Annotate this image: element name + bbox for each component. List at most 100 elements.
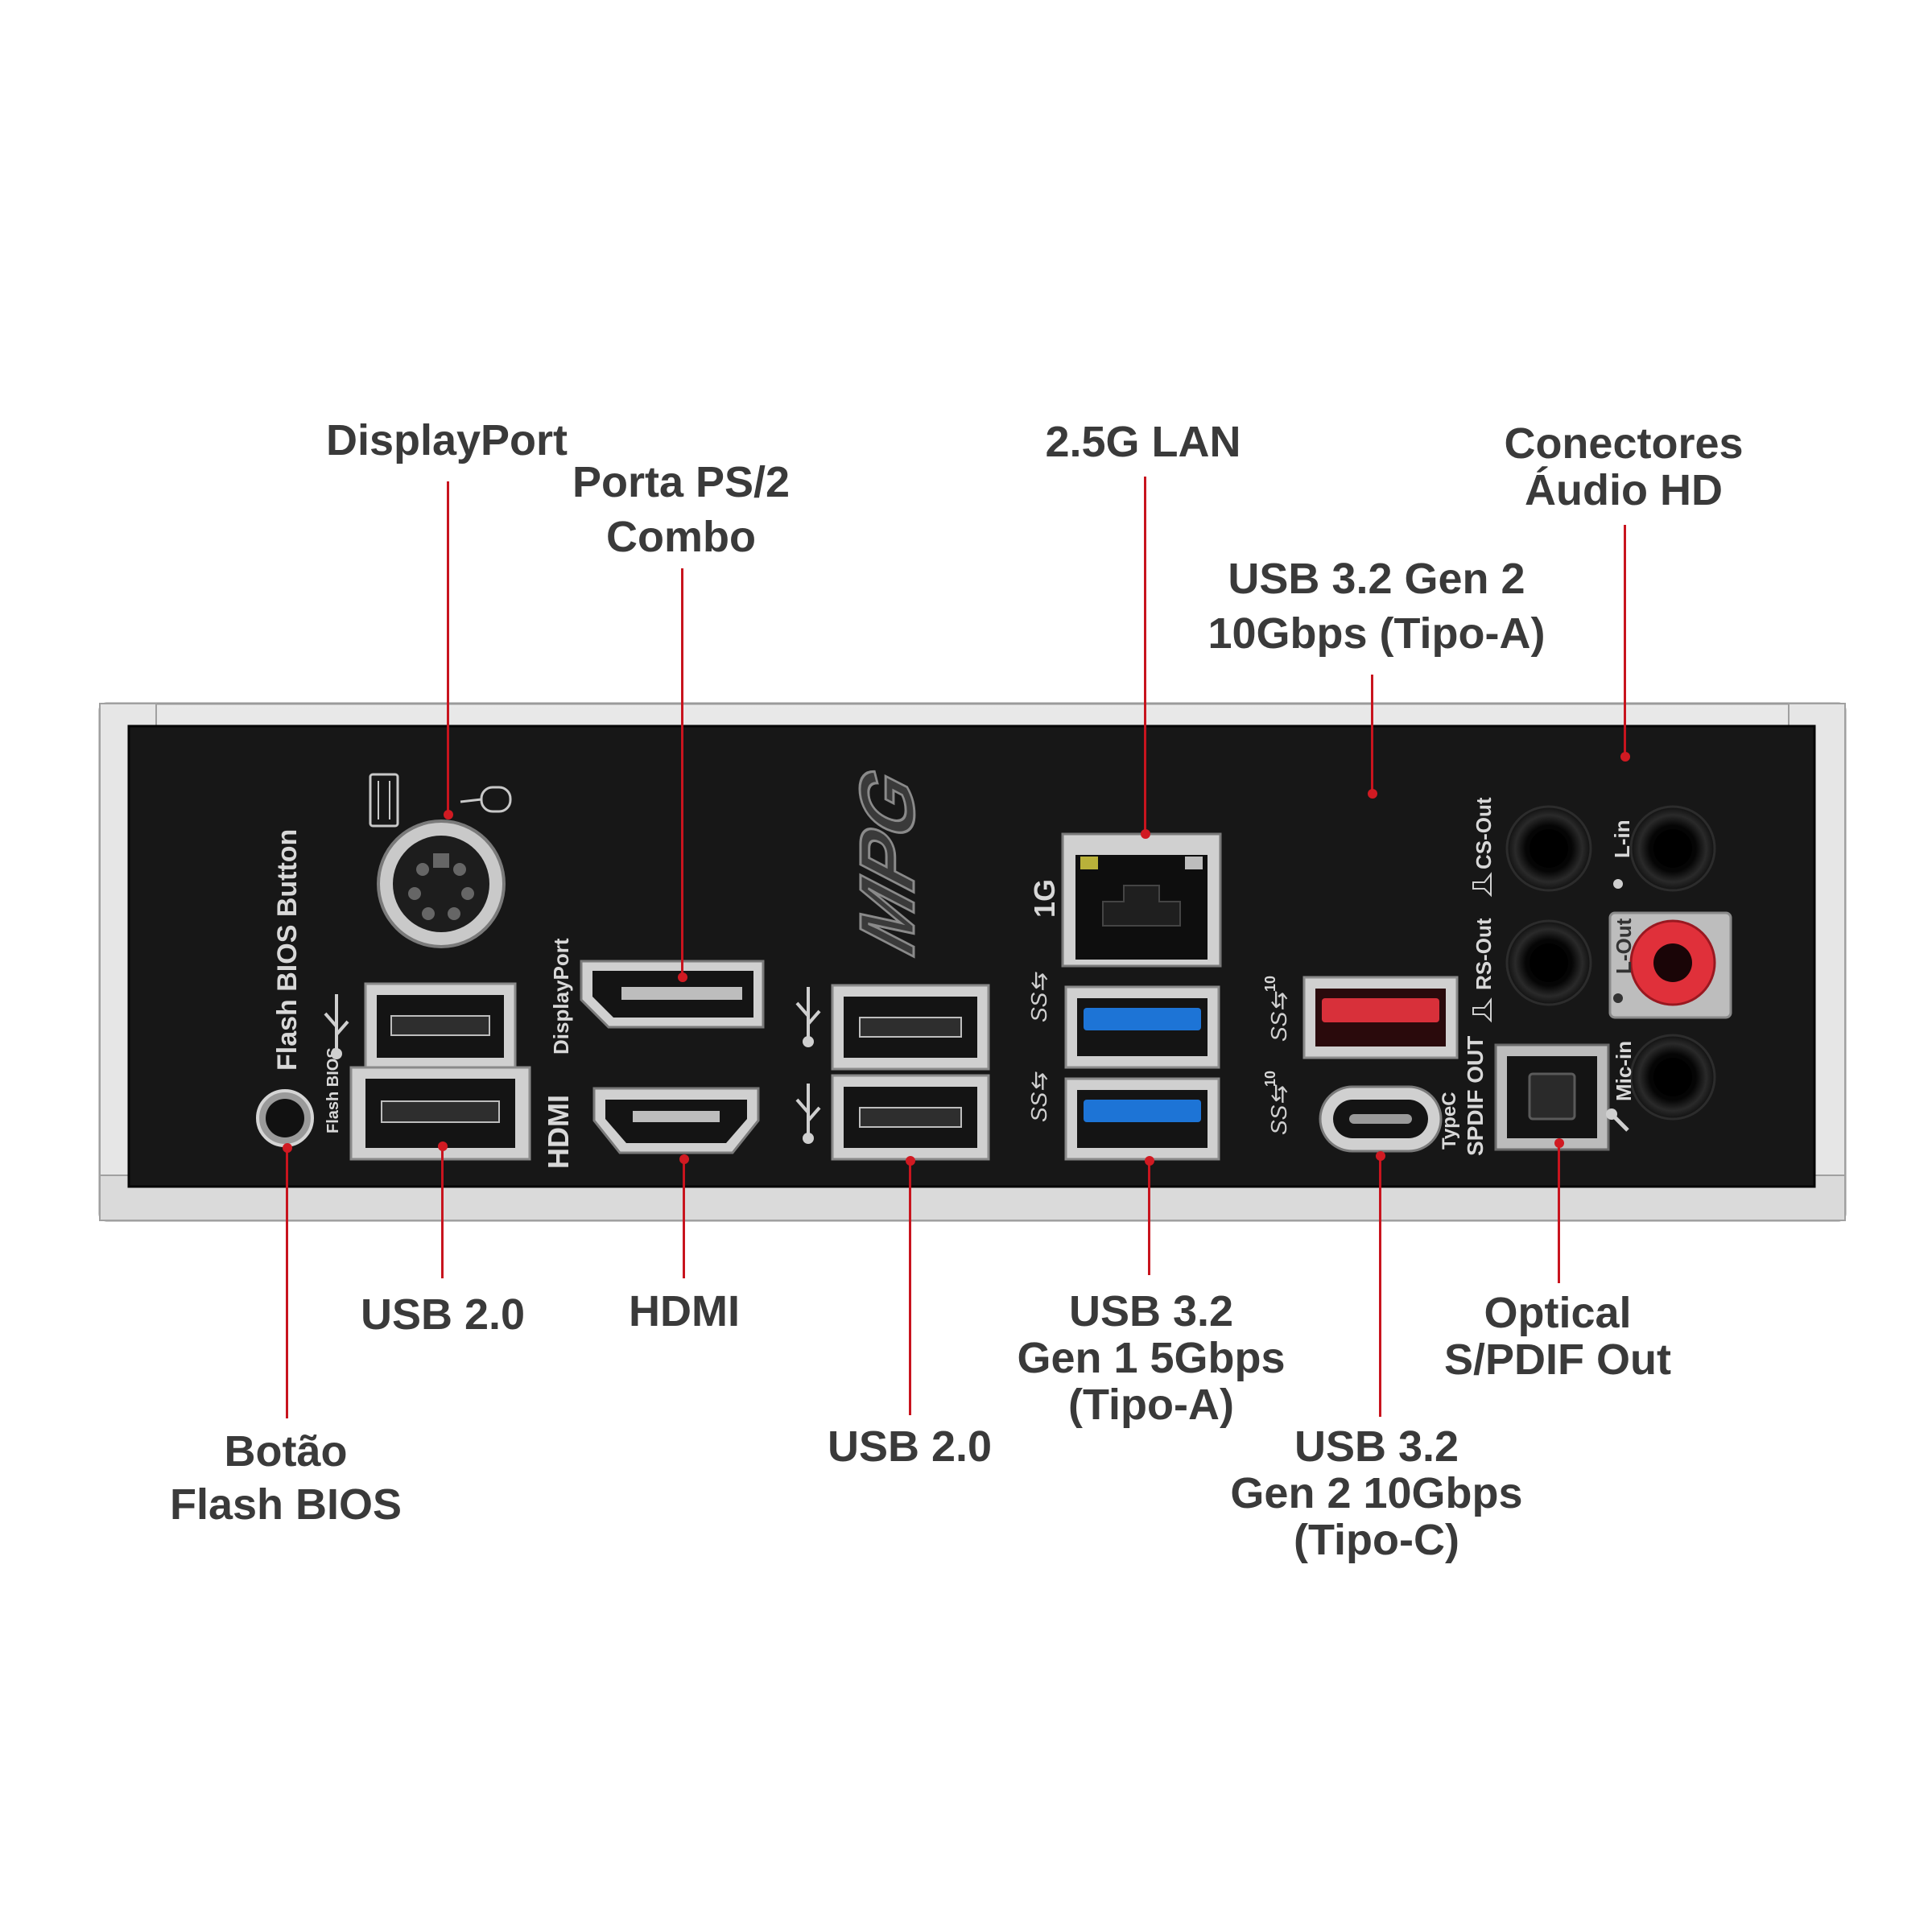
- flash-bios-small-label: Flash BIOS: [324, 1047, 342, 1133]
- leader-usb32gen2c: [1379, 1156, 1381, 1417]
- leader-dot-lan: [1141, 829, 1150, 839]
- ps2-port[interactable]: [377, 819, 506, 948]
- leader-dot-usb32gen2c: [1376, 1151, 1385, 1161]
- usb32-gen1-port-bottom[interactable]: [1064, 1077, 1220, 1161]
- callout-usb20-mid: USB 2.0: [789, 1423, 1030, 1470]
- usb-icon: [795, 1084, 821, 1144]
- leader-dot-displayport: [444, 810, 453, 819]
- leader-usb20-mid: [909, 1161, 911, 1415]
- callout-line: USB 2.0: [827, 1422, 993, 1471]
- leader-dot-spdif: [1554, 1138, 1564, 1148]
- callout-line: HDMI: [629, 1287, 740, 1335]
- callout-line: Botão: [224, 1427, 348, 1476]
- usb-icon: [324, 994, 349, 1059]
- leader-dot-usb32gen2a: [1368, 789, 1377, 799]
- callout-usb32gen2a: USB 3.2 Gen 2 10Gbps (Tipo-A): [1175, 555, 1578, 657]
- ss-usb-icon: SS⇆: [1026, 972, 1051, 1022]
- callout-line: Gen 2 10Gbps: [1230, 1469, 1523, 1517]
- leader-dot-usb32gen1: [1145, 1156, 1154, 1166]
- leader-dot-ps2: [678, 972, 687, 982]
- rs-out-label: RS-Out: [1472, 918, 1496, 990]
- callout-line: Optical: [1484, 1289, 1632, 1337]
- flash-bios-button-label: Flash BIOS Button: [272, 829, 303, 1071]
- cs-out-label: CS-Out: [1472, 797, 1496, 869]
- leader-usb32gen1: [1148, 1161, 1150, 1275]
- usb32-gen2-typea-port[interactable]: [1302, 976, 1459, 1059]
- callout-spdif: Optical S/PDIF Out: [1401, 1290, 1715, 1383]
- l-out-label: L-Out: [1612, 918, 1636, 974]
- spdif-out-label: SPDIF OUT: [1463, 1036, 1488, 1156]
- callout-line: Flash BIOS: [169, 1480, 402, 1529]
- mic-in-jack[interactable]: [1629, 1034, 1716, 1121]
- leader-dot-usb20-left: [438, 1141, 448, 1151]
- displayport-port[interactable]: [580, 960, 765, 1029]
- mic-in-label: Mic-in: [1612, 1041, 1636, 1101]
- leader-ps2: [681, 568, 683, 977]
- ss-usb-icon: SS⇆: [1266, 1084, 1291, 1135]
- mouse-icon: [460, 786, 512, 813]
- callout-usb32gen2c: USB 3.2 Gen 2 10Gbps (Tipo-C): [1199, 1423, 1554, 1563]
- hdmi-logo: HDMI: [542, 1095, 575, 1169]
- cs-out-jack[interactable]: [1505, 805, 1592, 892]
- l-in-label: L-in: [1610, 819, 1634, 858]
- svg-text:SS⇆: SS⇆: [1026, 972, 1051, 1022]
- mpg-logo: MPG: [843, 758, 931, 965]
- svg-text:SS⇆: SS⇆: [1266, 1084, 1291, 1135]
- rs-out-jack[interactable]: [1505, 919, 1592, 1006]
- svg-text:SS⇆: SS⇆: [1026, 1071, 1051, 1122]
- svg-text:SS⇆: SS⇆: [1266, 991, 1291, 1042]
- hdmi-port[interactable]: [592, 1087, 760, 1154]
- audio-wave-icon: [1606, 879, 1629, 1132]
- callout-line: (Tipo-C): [1294, 1516, 1459, 1564]
- leader-spdif: [1558, 1143, 1560, 1283]
- callout-line: Áudio HD: [1525, 466, 1723, 514]
- callout-hdmi: HDMI: [564, 1288, 805, 1335]
- callout-displayport: DisplayPort: [286, 417, 608, 464]
- l-in-jack[interactable]: [1629, 805, 1716, 892]
- callout-flashbios: Botão Flash BIOS: [129, 1428, 443, 1528]
- lan-speed-label: 1G: [1028, 879, 1061, 918]
- callout-audio: Conectores Áudio HD: [1457, 420, 1790, 514]
- flash-bios-button[interactable]: [256, 1089, 314, 1147]
- callout-line: USB 2.0: [360, 1290, 526, 1339]
- callout-line: 10Gbps (Tipo-A): [1208, 609, 1546, 658]
- callout-line: Gen 1 5Gbps: [1017, 1334, 1286, 1382]
- callout-usb32gen1: USB 3.2 Gen 1 5Gbps (Tipo-A): [982, 1288, 1320, 1428]
- leader-dot-usb20-mid: [906, 1156, 915, 1166]
- leader-dot-hdmi: [679, 1154, 689, 1164]
- usb2-port-mid-bottom[interactable]: [831, 1074, 990, 1161]
- usb2-port-left-top[interactable]: [364, 982, 517, 1071]
- callout-ps2: Porta PS/2 Combo: [536, 459, 826, 560]
- optical-spdif-port[interactable]: [1494, 1043, 1610, 1151]
- ss-usb-icon: SS⇆: [1266, 991, 1291, 1042]
- leader-usb32gen2a: [1371, 675, 1373, 794]
- callout-usb20-left: USB 2.0: [322, 1291, 564, 1338]
- callout-line: USB 3.2: [1294, 1422, 1459, 1471]
- leader-displayport: [447, 481, 449, 815]
- leader-hdmi: [683, 1159, 685, 1278]
- leader-dot-flashbios: [283, 1143, 292, 1153]
- usb32-gen2-typec-port[interactable]: [1319, 1085, 1443, 1153]
- leader-usb20-left: [441, 1146, 444, 1278]
- leader-dot-audio: [1620, 752, 1630, 762]
- svg-text:MPG: MPG: [844, 759, 930, 964]
- callout-line: 2.5G LAN: [1045, 418, 1241, 466]
- lan-port[interactable]: [1061, 832, 1222, 968]
- keyboard-icon: [369, 773, 399, 828]
- callout-lan: 2.5G LAN: [998, 419, 1288, 465]
- ss-usb-icon: SS⇆: [1026, 1071, 1051, 1122]
- speaker-icon: [1472, 872, 1492, 1023]
- callout-line: Combo: [606, 513, 756, 561]
- leader-audio: [1624, 525, 1626, 757]
- ss10-label-a: 10: [1262, 976, 1278, 992]
- usb32-gen1-port-top[interactable]: [1064, 985, 1220, 1069]
- typec-label: TypeC: [1439, 1092, 1460, 1150]
- callout-line: Porta PS/2: [572, 458, 791, 506]
- callout-line: DisplayPort: [325, 416, 568, 464]
- usb2-port-mid-top[interactable]: [831, 984, 990, 1071]
- callout-line: USB 3.2 Gen 2: [1228, 555, 1525, 603]
- ss10-label-c: 10: [1262, 1071, 1278, 1087]
- callout-line: S/PDIF Out: [1444, 1335, 1671, 1384]
- l-out-jack[interactable]: [1608, 911, 1732, 1019]
